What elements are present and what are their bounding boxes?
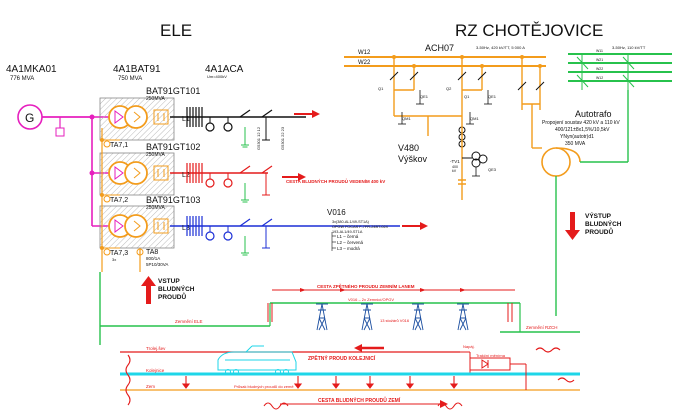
earth-path-label: CESTA BLUDNÝCH PROUDŮ ZEMÍ (318, 396, 401, 404)
legend-l1: L1 – černá (337, 234, 359, 239)
bay-id: ACH07 (425, 43, 454, 53)
ta-7-1: TA7,1 (110, 142, 128, 149)
branch-2-rating: 250MVA (146, 152, 165, 158)
track-return-arrow (354, 344, 384, 352)
bus-small-label-4: W12 (596, 76, 603, 80)
phase-legend: L1 – černá L2 – červená L3 – modrá (331, 232, 364, 251)
title-rz-chotejovice: RZ CHOTĚJOVICE (455, 21, 603, 40)
line-spec-1: 3x(380-AL1/49-ST1A) (332, 220, 370, 224)
line-spec-2: OPGW FOCAS F-7FR-24BT-024 (332, 225, 388, 229)
vt-id: -TV1 (450, 159, 460, 164)
l2-stray-path-label: CESTA BLUDNÝCH PROUDŮ VEDENÍM 400 kV (286, 177, 385, 184)
ta8-l1: 800/1A (146, 256, 160, 261)
sw-q1-b: Q1 (464, 94, 470, 99)
top-path-label: CESTA ZPĚTNÉHO PROUDU ZEMNÍM LANEM (317, 282, 415, 289)
input-stray-l2: BLUDNÝCH (158, 284, 195, 293)
legend-l3: L3 – modrá (337, 246, 360, 251)
ta-7-3-note: 3x (112, 257, 116, 262)
sw-qe1-a: QE1 (420, 94, 429, 99)
autotrafo-bus-spec: 3-50Hz, 110 kV/TT (612, 45, 646, 50)
output-stray-l1: VÝSTUP (585, 211, 612, 220)
branch-2-id: BAT91GT102 (146, 142, 200, 152)
bus-small-label-1: W11 (596, 49, 603, 53)
feeder-id: V480 (398, 143, 419, 153)
output-stray-l2: BLUDNÝCH (585, 219, 622, 228)
ta-7-3: TA7,3 (110, 250, 128, 257)
ta-7-2: TA7,2 (110, 197, 128, 204)
input-stray-arrow (141, 276, 156, 304)
trolley-wire-label: Trolej.šev (146, 346, 166, 351)
autotrafo-l4: 350 MVA (565, 141, 586, 147)
feeder-name: Výškov (398, 154, 428, 164)
transmission-towers (316, 303, 469, 331)
main-transformer-rating: 750 MVA (118, 76, 142, 82)
top-path-sub: V016 – 2x Zemnicí/OPGV (348, 297, 394, 302)
branch-3-rating: 250MVA (146, 205, 165, 211)
main-transformer-id: 4A1BAT91 (113, 64, 161, 75)
ct-id-2: G5301 22 23 (280, 126, 285, 150)
bus-small-label-3: W22 (596, 67, 603, 71)
arrow-l3-out (402, 222, 428, 230)
output-stray-arrow (565, 212, 580, 240)
earth-note: Průsak bludných proudů do země (234, 384, 294, 389)
bus-w22-label: W22 (358, 60, 371, 66)
input-stray-l1: VSTUP (158, 278, 180, 285)
aux-bus-id: 4A1ACA (205, 64, 244, 75)
input-stray-l3: PROUDŮ (158, 291, 186, 301)
legend-l2: L2 – červená (337, 240, 364, 245)
bus-spec: 3-50Hz, 420 kV/TT, 5 000 A (476, 45, 525, 50)
sw-q2-a: Q2 (446, 86, 452, 91)
phase-l3: L3 (182, 225, 190, 232)
ta8-id: TA8 (146, 249, 158, 256)
autotrafo-symbol (541, 147, 581, 177)
arrow-l2-out (282, 173, 306, 181)
generator-symbol: G (17, 104, 43, 130)
sw-qe1-b: QE1 (488, 94, 497, 99)
sw-qe3: QE3 (488, 167, 497, 172)
output-stray-l3: PROUDŮ (585, 226, 613, 236)
generator-id: 4A1MKA01 (6, 64, 57, 75)
autotrafo-l1: Propojení soustav 420 kV a 110 kV (542, 120, 620, 126)
title-ele: ELE (160, 21, 192, 40)
generator-rating: 776 MVA (10, 76, 34, 82)
track-label: Kolejnice (146, 368, 165, 373)
sw-qm1-a: QM1 (402, 116, 411, 121)
vt-l2: kV (452, 169, 457, 173)
autotrafo-name: Autotrafo (575, 109, 612, 119)
autotrafo-l3: YNyn(autotr)d1 (560, 134, 594, 140)
line-v016-id: V016 (327, 208, 346, 217)
track-return-label: ZPĚTNÝ PROUD KOLEJNICÍ (308, 354, 376, 362)
vt-l1: 400 (452, 165, 458, 169)
sw-q1-a: Q1 (378, 86, 384, 91)
aux-bus-note: Um=400kV (207, 74, 227, 79)
ta8-l2: 5P10/30VA (146, 262, 168, 267)
sw-qm1-b: QM1 (470, 116, 479, 121)
traction-substation (469, 357, 511, 371)
towers-count: 13 stožárů V016 (380, 318, 410, 323)
bus-w12-label: W12 (358, 50, 371, 56)
svg-text:G: G (25, 111, 34, 125)
branch-1-rating: 250MVA (146, 96, 165, 102)
line-spec-3: 193-AL1/49-ST1A (332, 230, 363, 234)
bus-small-label-2: W21 (596, 58, 603, 62)
ground-rzch-label: Zemnění RZCH (526, 325, 558, 330)
phase-l1: L1 (182, 116, 190, 123)
branch-3-id: BAT91GT103 (146, 195, 200, 205)
phase-l2: L2 (182, 172, 190, 179)
autotrafo-l2: 400/121±8x1,5%/10,5kV (555, 127, 610, 133)
train (217, 345, 297, 375)
ct-id-1: G5301 12 12 (256, 126, 261, 150)
ground-ele-label: Zemnění ELE (175, 319, 203, 324)
rail-note: Napáj. (463, 344, 475, 349)
arrow-l1-out (294, 110, 320, 118)
branch-1-id: BAT91GT101 (146, 86, 200, 96)
earth-label: Zem (146, 384, 155, 389)
traction-substation-label: Trakční měnírna (476, 353, 506, 358)
